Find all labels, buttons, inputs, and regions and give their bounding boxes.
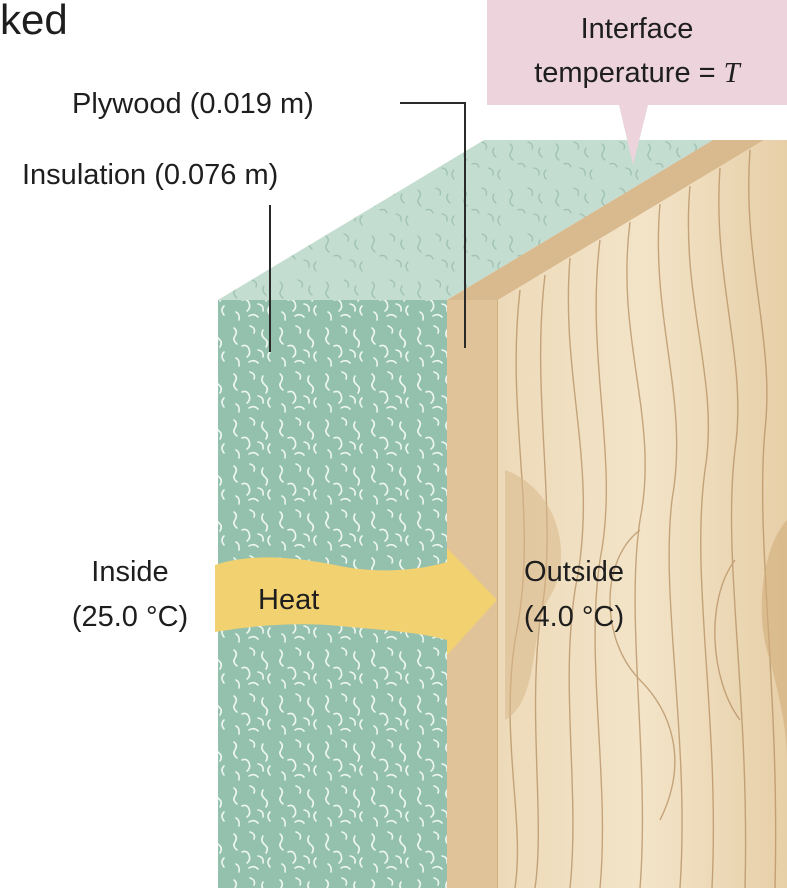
callout-line-1: Interface	[580, 13, 694, 45]
callout-line-2-prefix: temperature =	[534, 57, 724, 89]
plywood-label: Plywood (0.019 m)	[72, 88, 314, 120]
temperature-symbol: T	[723, 57, 740, 89]
plywood-leader-line	[400, 102, 466, 348]
inside-title: Inside	[91, 556, 169, 588]
outside-title: Outside	[524, 556, 624, 588]
callout-box	[487, 0, 787, 165]
insulation-label: Insulation (0.076 m)	[22, 159, 279, 191]
cropped-heading: ked	[0, 0, 68, 43]
wood-knot-shadow-right	[761, 520, 787, 760]
heat-arrow	[215, 548, 497, 655]
callout-line-2: temperature = T	[487, 56, 787, 90]
wood-grain	[509, 149, 777, 888]
wood-side-face	[498, 140, 787, 888]
wood-knot-shadow	[505, 470, 562, 720]
outside-temperature: (4.0 °C)	[523, 601, 625, 633]
inside-temperature: (25.0 °C)	[71, 601, 189, 633]
heat-label: Heat	[258, 584, 320, 616]
plywood-top-face	[447, 140, 764, 300]
